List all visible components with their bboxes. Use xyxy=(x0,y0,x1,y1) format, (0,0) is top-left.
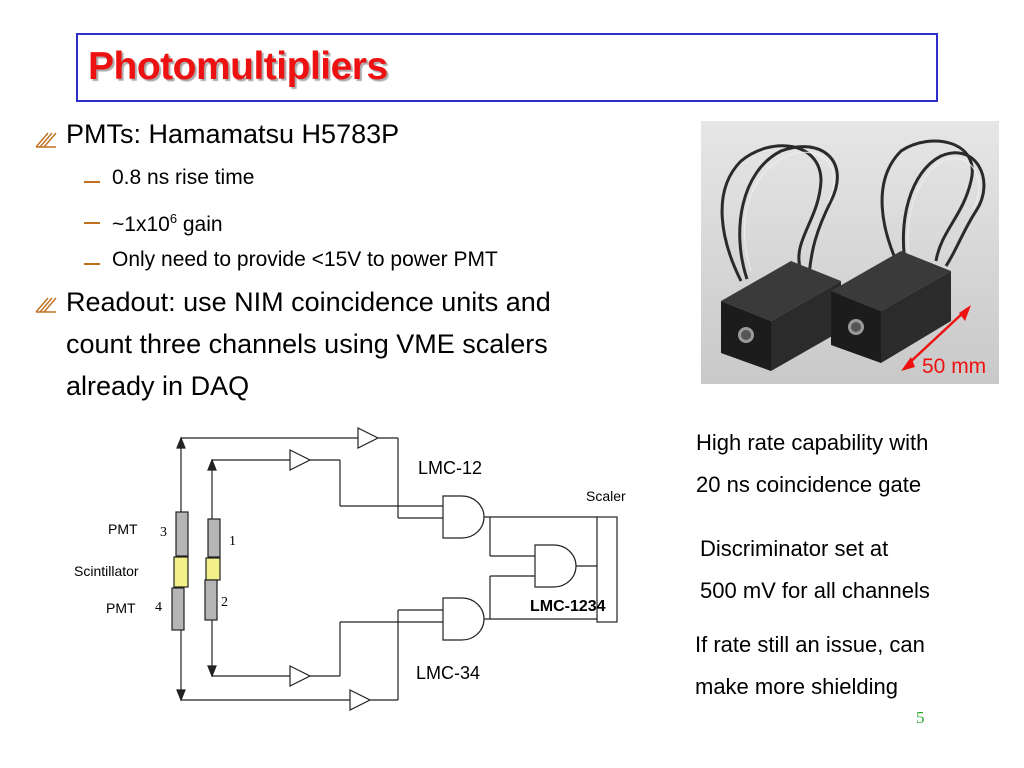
label-pmt-bottom: PMT xyxy=(106,600,136,616)
note-rate-line-2: 20 ns coincidence gate xyxy=(696,472,922,497)
note-rate: High rate capability with 20 ns coincide… xyxy=(696,422,928,506)
label-channel-1: 1 xyxy=(229,534,236,549)
gain-prefix: ~1x10 xyxy=(112,213,170,236)
label-pmt-top: PMT xyxy=(108,521,138,537)
sub-bullet-gain: ~1x106 gain xyxy=(112,198,223,245)
label-scintillator: Scintillator xyxy=(74,563,139,579)
slide-title: Photomultipliers xyxy=(88,45,388,88)
pmt-photo xyxy=(701,121,999,384)
label-lmc-34: LMC-34 xyxy=(416,663,481,683)
bullet-pmts: PMTs: Hamamatsu H5783P xyxy=(66,119,400,149)
label-channel-4: 4 xyxy=(155,600,162,615)
note-shield-line-2: make more shielding xyxy=(695,674,898,699)
bullet-readout: Readout: use NIM coincidence units and c… xyxy=(66,281,551,407)
gain-exponent: 6 xyxy=(169,211,178,226)
bullet-icon xyxy=(35,297,57,313)
label-lmc-12: LMC-12 xyxy=(418,458,483,478)
gain-suffix: gain xyxy=(177,213,223,236)
label-lmc-1234: LMC-1234 xyxy=(530,598,606,615)
note-discriminator: Discriminator set at 500 mV for all chan… xyxy=(700,528,930,612)
pmt-photo-drawing xyxy=(701,121,999,384)
title-box: Photomultipliers xyxy=(76,33,938,102)
sub-bullet-power: Only need to provide <15V to power PMT xyxy=(112,248,498,271)
sub-bullet-dash xyxy=(84,181,100,183)
note-shield-line-1: If rate still an issue, can xyxy=(695,632,925,657)
readout-line-1: Readout: use NIM coincidence units and xyxy=(66,287,551,317)
note-disc-line-2: 500 mV for all channels xyxy=(700,578,930,603)
readout-line-2: count three channels using VME scalers xyxy=(66,329,548,359)
note-disc-line-1: Discriminator set at xyxy=(700,536,889,561)
label-channel-3: 3 xyxy=(160,525,167,540)
sub-bullet-dash xyxy=(84,222,100,224)
label-channel-2: 2 xyxy=(221,595,228,610)
label-scaler: Scaler xyxy=(586,488,626,504)
note-rate-line-1: High rate capability with xyxy=(696,430,929,455)
sub-bullet-rise-time: 0.8 ns rise time xyxy=(112,166,255,189)
bullet-icon xyxy=(35,132,57,148)
scale-label: 50 mm xyxy=(922,355,987,378)
readout-line-3: already in DAQ xyxy=(66,371,250,401)
sub-bullet-dash xyxy=(84,263,100,265)
page-number: 5 xyxy=(916,708,925,727)
note-shielding: If rate still an issue, can make more sh… xyxy=(695,624,925,708)
